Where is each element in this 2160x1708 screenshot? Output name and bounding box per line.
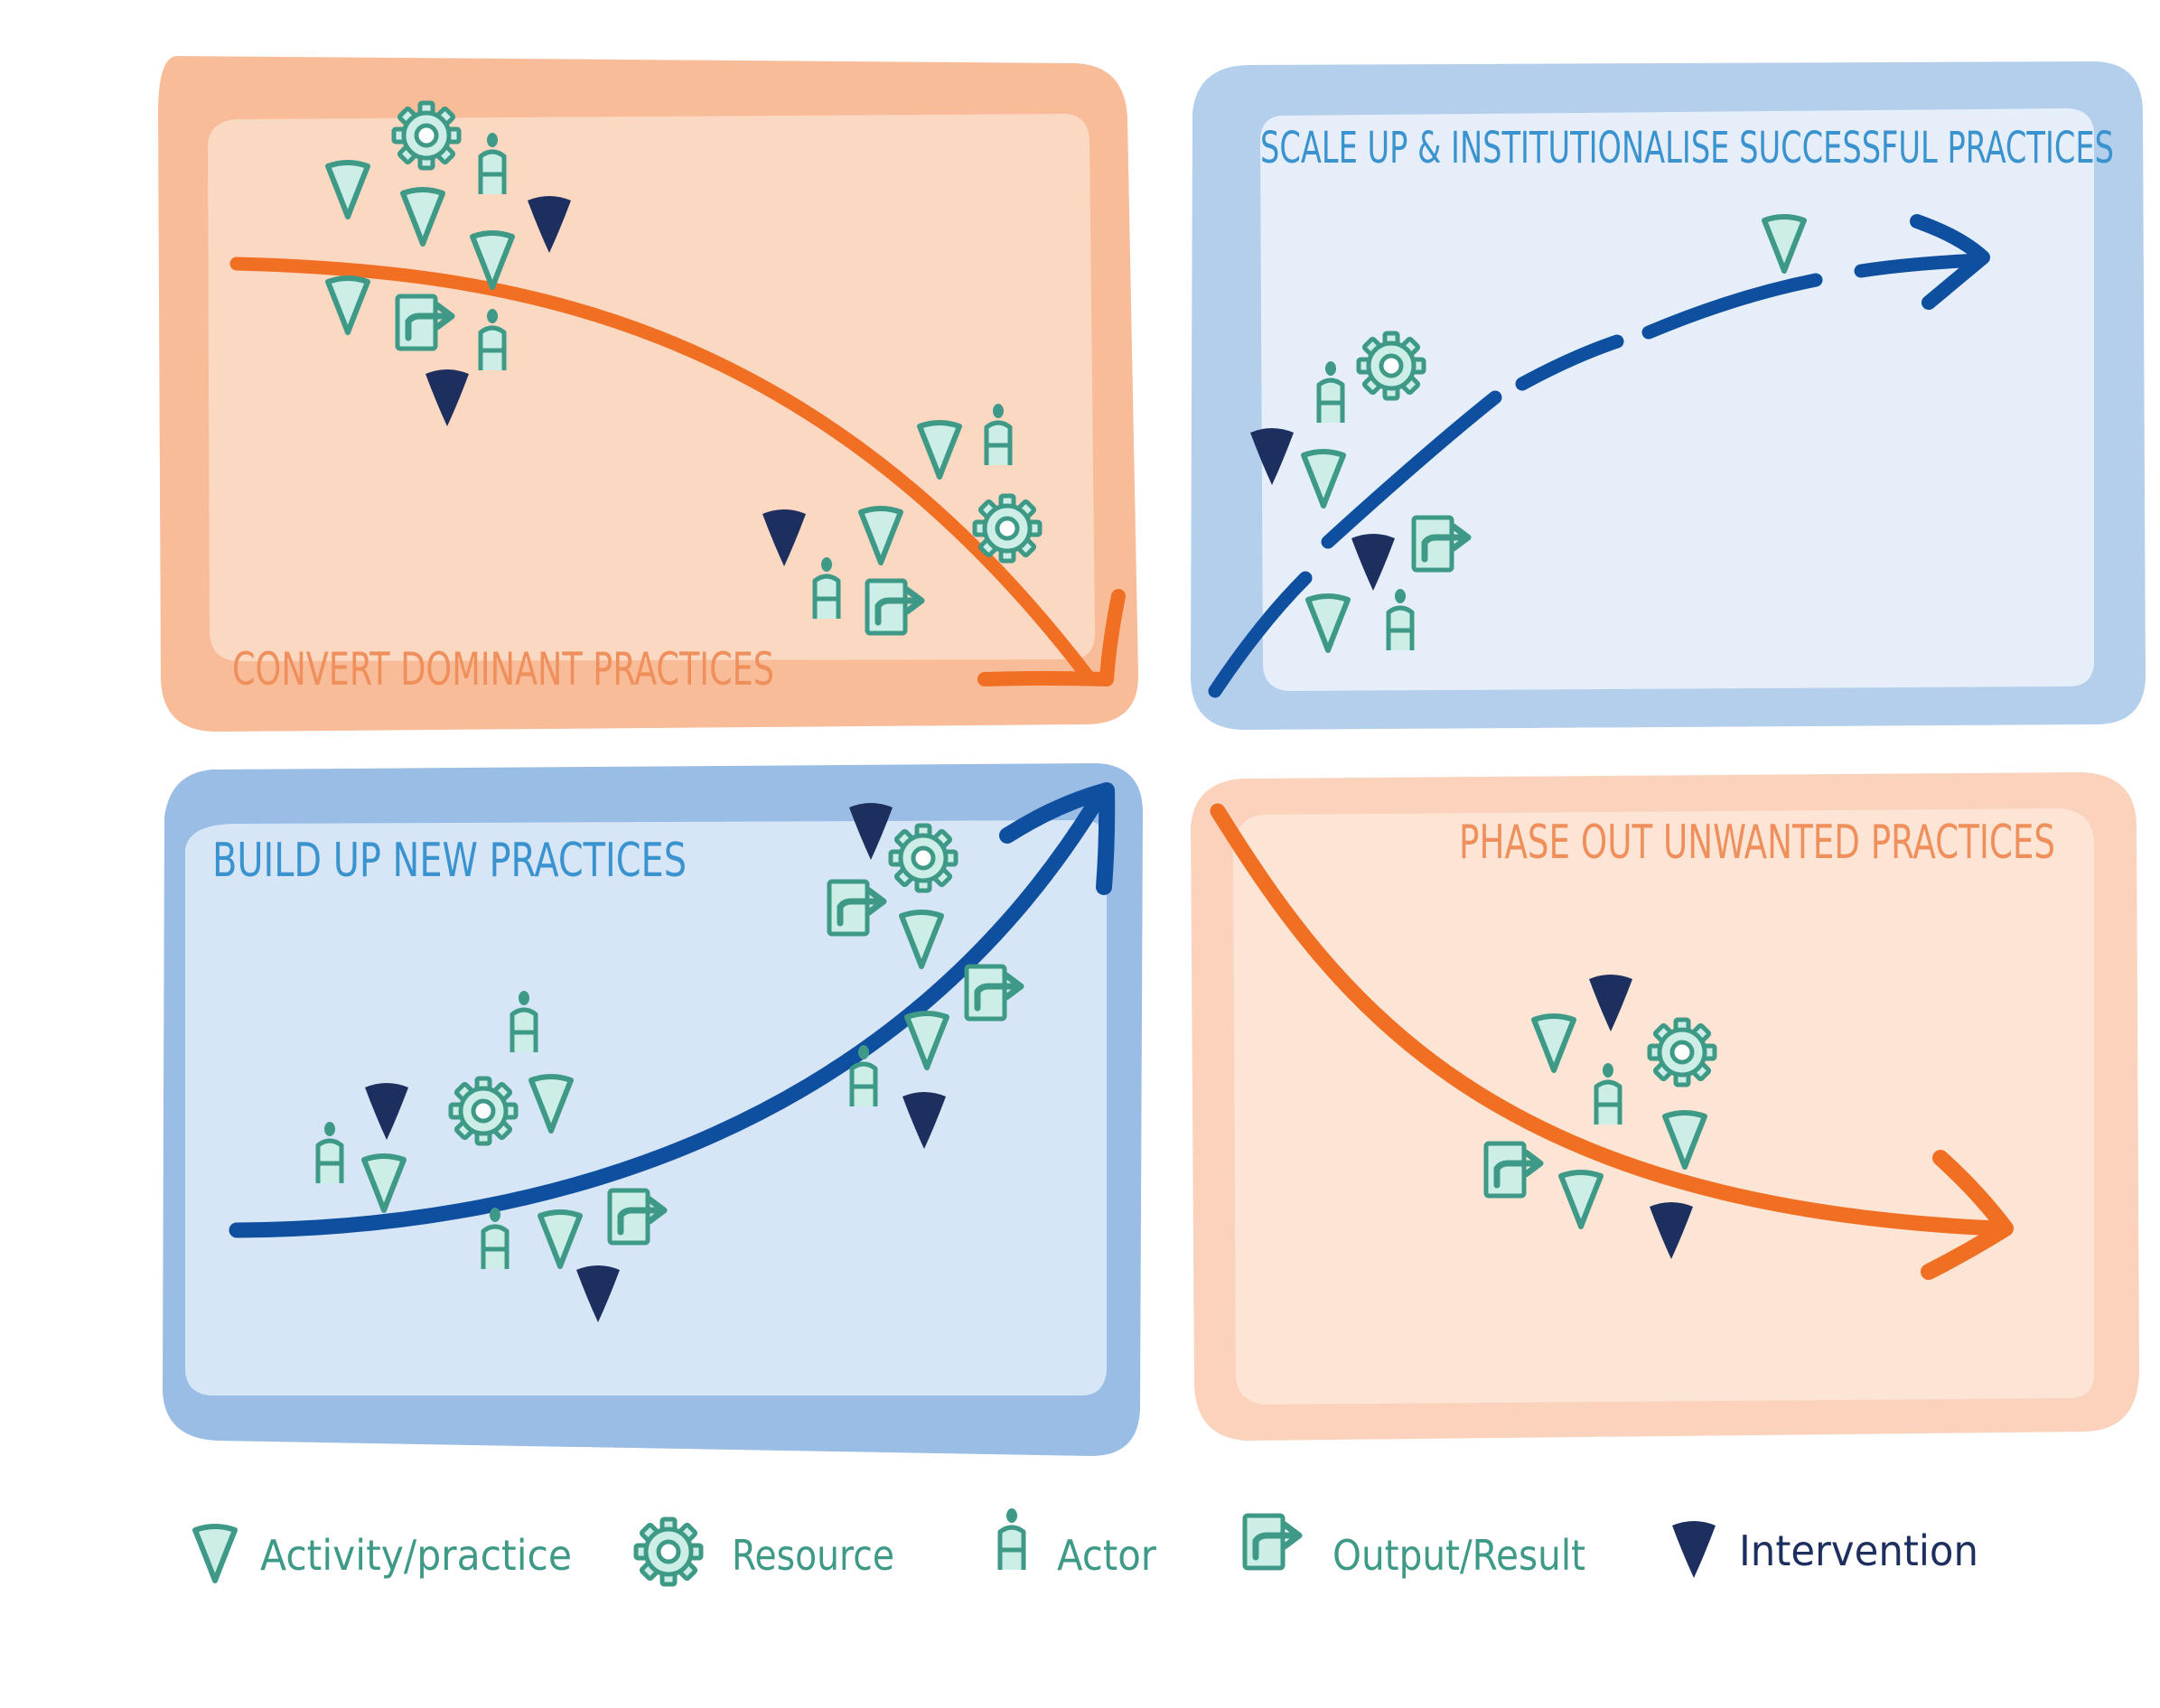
panel-build-inner: [185, 820, 1107, 1395]
output-document-icon: [1245, 1516, 1299, 1568]
intervention-teardrop-icon: [1672, 1521, 1716, 1578]
panel-scale-inner: [1260, 108, 2094, 691]
panel-build-up-practices: BUILD UP NEW PRACTICES: [163, 763, 1143, 1456]
resource-gear-icon: [1359, 333, 1424, 398]
panel-convert-dominant-practices: CONVERT DOMINANT PRACTICES: [158, 56, 1139, 732]
resource-gear-icon: [394, 103, 459, 168]
arrow-phase-head: [1921, 1150, 2014, 1280]
resource-gear-icon: [891, 826, 956, 891]
resource-gear-icon: [636, 1519, 701, 1584]
legend-label-actor: Actor: [1057, 1531, 1156, 1580]
legend-label-output: Output/Result: [1332, 1531, 1585, 1580]
resource-gear-icon: [451, 1078, 516, 1143]
legend: Activity/practice Resource Actor Output/…: [195, 1508, 1978, 1584]
panel-phase-out-practices: PHASE OUT UNWANTED PRACTICES: [1191, 772, 2139, 1441]
panel-phase-inner: [1233, 808, 2094, 1405]
resource-gear-icon: [975, 496, 1040, 561]
legend-item-intervention: Intervention: [1672, 1521, 1978, 1578]
panel-scale-up-practices: SCALE UP & INSTITUTIONALISE SUCCESSFUL P…: [1191, 61, 2146, 730]
legend-item-output: Output/Result: [1245, 1516, 1585, 1580]
arrow-convert: [229, 257, 1096, 685]
arrow-convert-head: [977, 589, 1126, 686]
panel-phase-title: PHASE OUT UNWANTED PRACTICES: [1459, 816, 2055, 870]
legend-label-intervention: Intervention: [1739, 1526, 1978, 1575]
activity-triangle-icon: [195, 1526, 235, 1581]
arrow-build: [229, 787, 1108, 1238]
legend-label-activity: Activity/practice: [260, 1531, 572, 1580]
legend-label-resource: Resource: [732, 1531, 894, 1580]
legend-item-resource: Resource: [636, 1519, 894, 1584]
arrow-scale-head: [1910, 214, 1990, 310]
panel-convert-title: CONVERT DOMINANT PRACTICES: [232, 643, 774, 695]
actor-person-icon: [1000, 1508, 1024, 1570]
panel-build-title: BUILD UP NEW PRACTICES: [212, 834, 687, 888]
panel-scale-title: SCALE UP & INSTITUTIONALISE SUCCESSFUL P…: [1260, 123, 2114, 173]
legend-item-activity: Activity/practice: [195, 1526, 572, 1581]
arrow-phase: [1210, 803, 2005, 1237]
arrow-build-head: [999, 782, 1116, 895]
resource-gear-icon: [1650, 1020, 1715, 1085]
legend-item-actor: Actor: [1000, 1508, 1156, 1580]
arrow-scale-dashed: [1208, 253, 1986, 698]
